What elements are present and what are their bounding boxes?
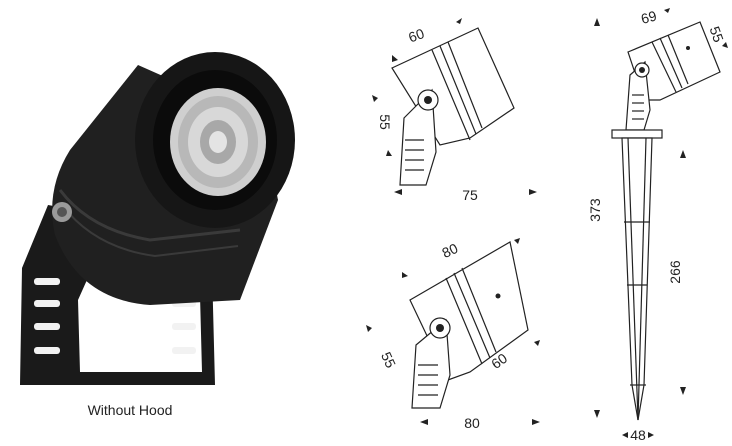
bracket-slots — [34, 278, 196, 354]
dim-top-depth: 75 — [462, 187, 478, 203]
dim-arrows-stake — [594, 8, 728, 438]
dim-arrows-top — [372, 18, 537, 195]
dim-bottom-height: 55 — [378, 349, 399, 370]
side-view-bottom — [409, 241, 529, 409]
side-view-top — [391, 27, 515, 186]
dim-stake-head-width: 69 — [639, 7, 658, 27]
dim-top-height: 55 — [377, 114, 393, 130]
dim-stake-height: 266 — [667, 260, 683, 284]
stake-view — [611, 21, 721, 421]
dim-stake-total-height: 373 — [587, 198, 603, 222]
dim-arrows-bottom — [366, 238, 540, 425]
dim-bottom-width: 80 — [439, 240, 460, 261]
dim-bottom-depth: 80 — [464, 415, 480, 431]
dim-top-width: 60 — [406, 25, 426, 45]
dim-stake-base-width: 48 — [630, 427, 646, 443]
spotlight-photo — [20, 52, 295, 385]
caption-label: Without Hood — [88, 402, 173, 418]
dim-stake-head-height: 55 — [707, 24, 727, 44]
